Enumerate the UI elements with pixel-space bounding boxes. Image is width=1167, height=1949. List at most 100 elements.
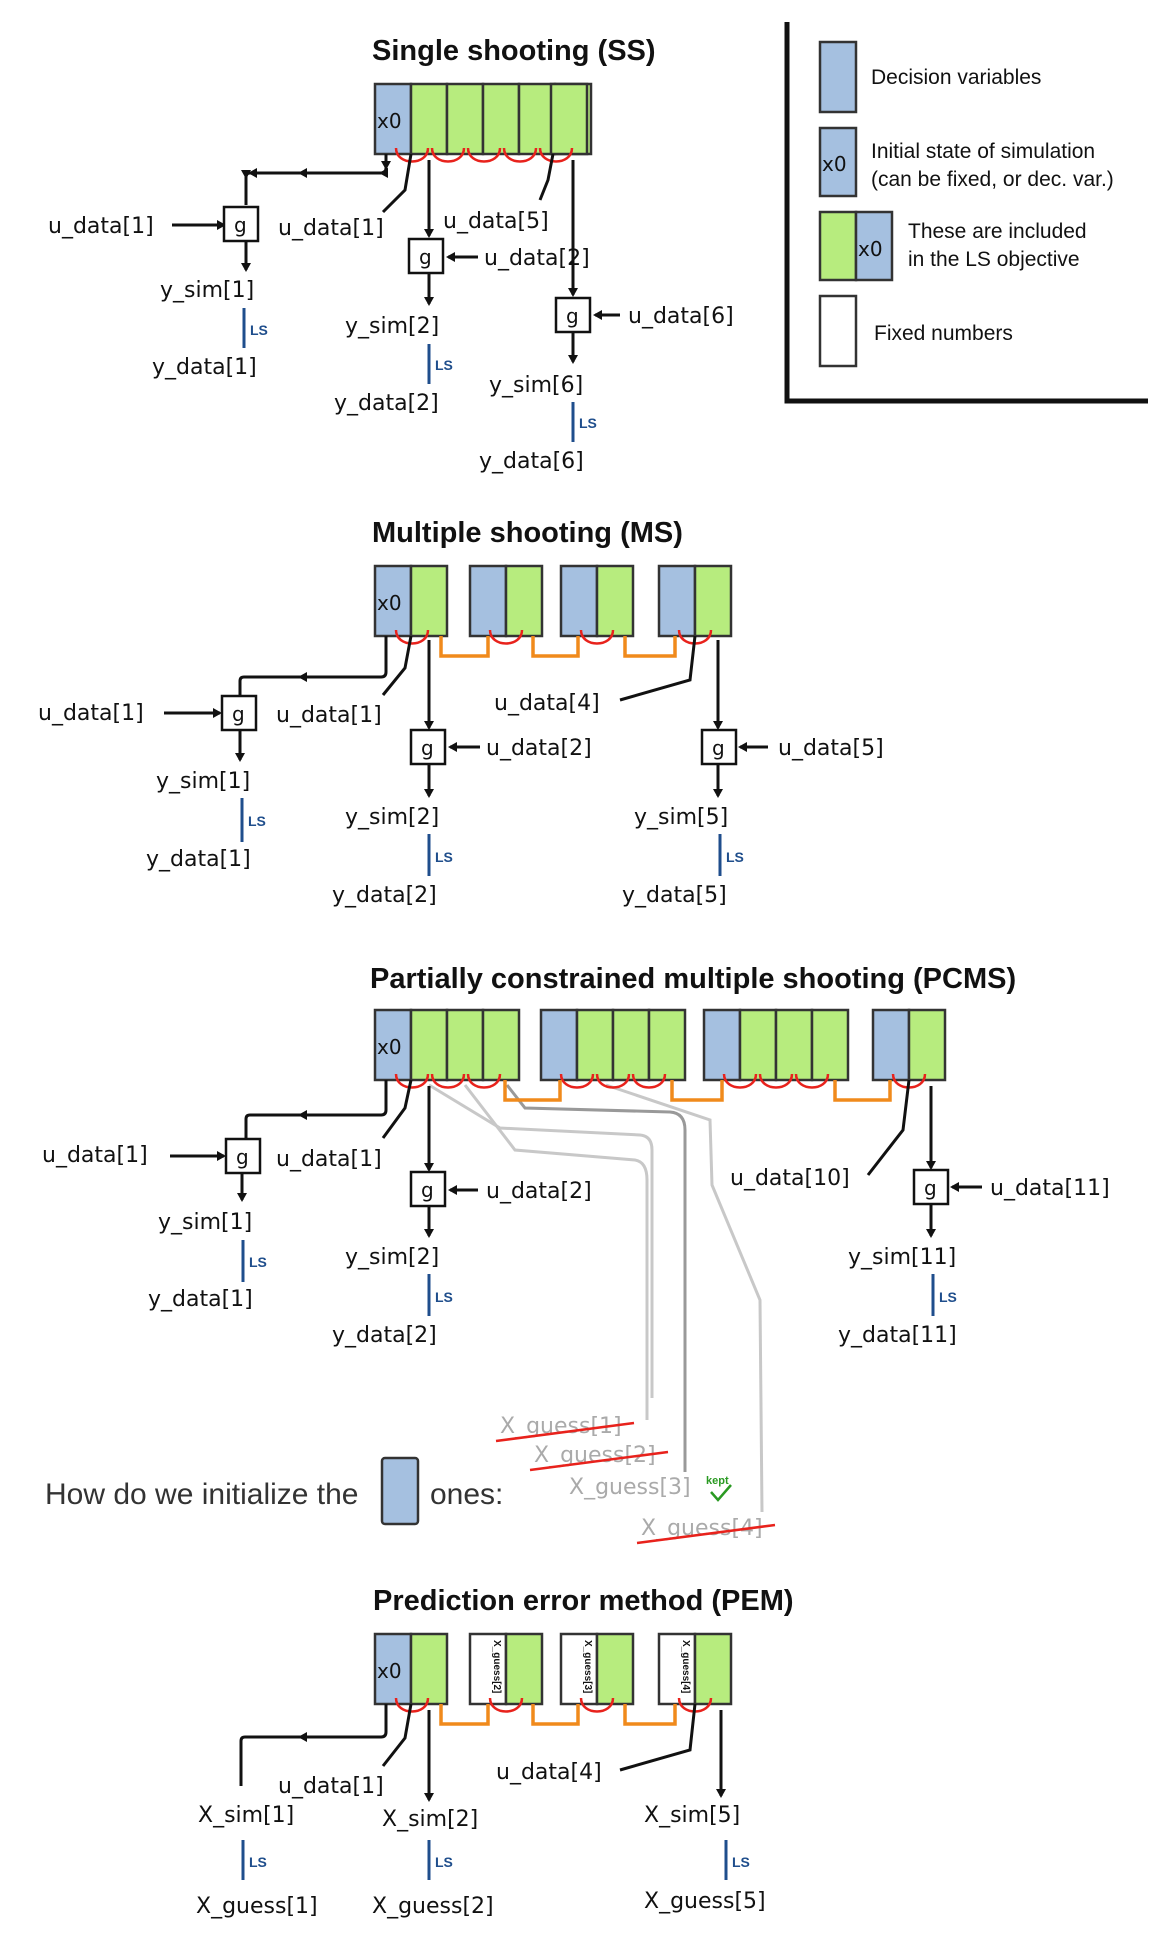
pcms-b2 <box>539 1008 579 1082</box>
pem-x-sim-5: X_sim[5] <box>644 1803 740 1828</box>
pcms-arc-9 <box>794 1073 830 1089</box>
section-pem: Prediction error method (PEM) x0 X_guess… <box>196 1585 794 1919</box>
ms-g1-label: g <box>232 702 245 726</box>
pem-x-sim-1: X_sim[1] <box>198 1803 294 1828</box>
ms-u-data-1-mid: u_data[1] <box>276 703 382 728</box>
ss-u-data-6: u_data[6] <box>628 304 734 329</box>
ss-cell-2 <box>445 82 485 156</box>
legend-swatch-decision <box>818 40 858 114</box>
legend-initial-label-2: (can be fixed, or dec. var.) <box>871 168 1114 191</box>
legend-decision-label: Decision variables <box>871 66 1041 89</box>
ss-arc-1 <box>394 147 430 163</box>
ss-y-sim-1: y_sim[1] <box>160 278 254 303</box>
ss-x0-cell <box>373 82 413 156</box>
pcms-guess-1-strike <box>495 1421 635 1443</box>
ss-u-data-1-left: u_data[1] <box>48 214 154 239</box>
pcms-arc-1 <box>394 1073 430 1089</box>
pcms-u-data-11: u_data[11] <box>990 1176 1110 1201</box>
pcms-g1a <box>409 1008 449 1082</box>
pcms-arc-2 <box>430 1073 466 1089</box>
ms-continuity-3 <box>623 636 677 658</box>
pem-u-data-4: u_data[4] <box>496 1760 602 1785</box>
pcms-title: Partially constrained multiple shooting … <box>370 963 1016 995</box>
legend-fixed-label: Fixed numbers <box>874 322 1013 345</box>
ss-cell-3 <box>481 82 521 156</box>
pcms-y-sim-1: y_sim[1] <box>158 1210 252 1235</box>
ms-y-sim-2: y_sim[2] <box>345 805 439 830</box>
pem-wire-x0-to-sim1 <box>239 1704 388 1786</box>
ss-cell-4 <box>517 82 557 156</box>
pcms-ls-11: LS <box>939 1289 957 1305</box>
pcms-g1b <box>445 1008 485 1082</box>
ss-g3 <box>554 296 592 334</box>
pcms-guess-2-strike <box>529 1450 669 1472</box>
ms-blue-4 <box>657 564 697 638</box>
pcms-g3a <box>738 1008 778 1082</box>
ms-arc-3 <box>579 629 615 645</box>
ms-green-4 <box>693 564 733 638</box>
legend-ls-label-1: These are included <box>908 220 1087 243</box>
ss-u-data-2: u_data[2] <box>484 246 590 271</box>
pem-arc-1 <box>394 1697 430 1713</box>
pcms-g3c <box>810 1008 850 1082</box>
pcms-arc-3 <box>466 1073 502 1089</box>
pem-green-4 <box>693 1632 733 1706</box>
pem-x-guess-5: X_guess[5] <box>644 1889 766 1914</box>
pcms-wire-u10 <box>866 1079 911 1176</box>
pem-continuity-1 <box>439 1704 490 1726</box>
pcms-arc-4 <box>559 1073 595 1089</box>
ms-x0-label: x0 <box>377 591 402 615</box>
ss-cell-6 <box>549 82 589 156</box>
pcms-g2a <box>575 1008 615 1082</box>
ss-ls-6: LS <box>579 415 597 431</box>
ss-wire-u1-mid <box>381 153 413 214</box>
pcms-arc-6 <box>631 1073 667 1089</box>
legend-swatch-fixed <box>818 294 858 368</box>
ms-u-data-5: u_data[5] <box>778 736 884 761</box>
pcms-guess-4-strike <box>636 1523 776 1545</box>
ss-u-data-5: u_data[5] <box>443 209 549 234</box>
ss-title: Single shooting (SS) <box>372 35 656 67</box>
pcms-wire-x0-to-g1 <box>244 1080 388 1138</box>
pem-green-1 <box>409 1632 449 1706</box>
pem-ls-2: LS <box>435 1854 453 1870</box>
check-icon <box>710 1484 732 1502</box>
legend: Decision variables x0 Initial state of s… <box>784 22 1148 404</box>
section-pcms: Partially constrained multiple shooting … <box>42 963 1110 1545</box>
ms-u-data-4: u_data[4] <box>494 691 600 716</box>
pcms-guess-line-3 <box>505 1084 687 1472</box>
ms-wire-u4 <box>619 635 697 702</box>
ms-title: Multiple shooting (MS) <box>372 517 683 549</box>
ss-cell-1 <box>409 82 449 156</box>
ms-g3-label: g <box>712 736 725 760</box>
ss-ls-1: LS <box>250 322 268 338</box>
pem-x-guess-1: X_guess[1] <box>196 1894 318 1919</box>
ms-wire-x0-to-g1 <box>238 636 388 695</box>
pcms-guess-line-4 <box>605 1083 764 1513</box>
ms-continuity-2 <box>531 636 580 658</box>
ms-blue-3 <box>559 564 599 638</box>
ms-ls-2: LS <box>435 849 453 865</box>
pcms-g1-label: g <box>236 1145 249 1169</box>
pcms-wire-u1-mid <box>381 1079 413 1139</box>
pcms-guess-line-1 <box>428 1083 654 1398</box>
ss-y-data-6: y_data[6] <box>479 449 584 474</box>
pcms-guess-3: X_guess[3] <box>569 1475 691 1500</box>
ss-arc-2 <box>430 147 466 163</box>
pcms-g3 <box>912 1168 950 1206</box>
ms-y-sim-5: y_sim[5] <box>634 805 728 830</box>
pem-green-2 <box>504 1632 544 1706</box>
ms-arc-1 <box>394 629 430 645</box>
pcms-b4 <box>871 1008 911 1082</box>
pcms-question-swatch <box>380 1456 420 1526</box>
pem-x-guess-2: X_guess[2] <box>372 1894 494 1919</box>
pcms-ls-1: LS <box>249 1254 267 1270</box>
pcms-u-data-10: u_data[10] <box>730 1166 850 1191</box>
ms-g3 <box>700 728 738 766</box>
ss-wire-x0-to-g1 <box>241 154 392 205</box>
ss-y-data-2: y_data[2] <box>334 391 439 416</box>
pem-continuity-2 <box>531 1704 580 1726</box>
legend-x0-label: x0 <box>822 152 847 176</box>
ms-green-3 <box>595 564 635 638</box>
